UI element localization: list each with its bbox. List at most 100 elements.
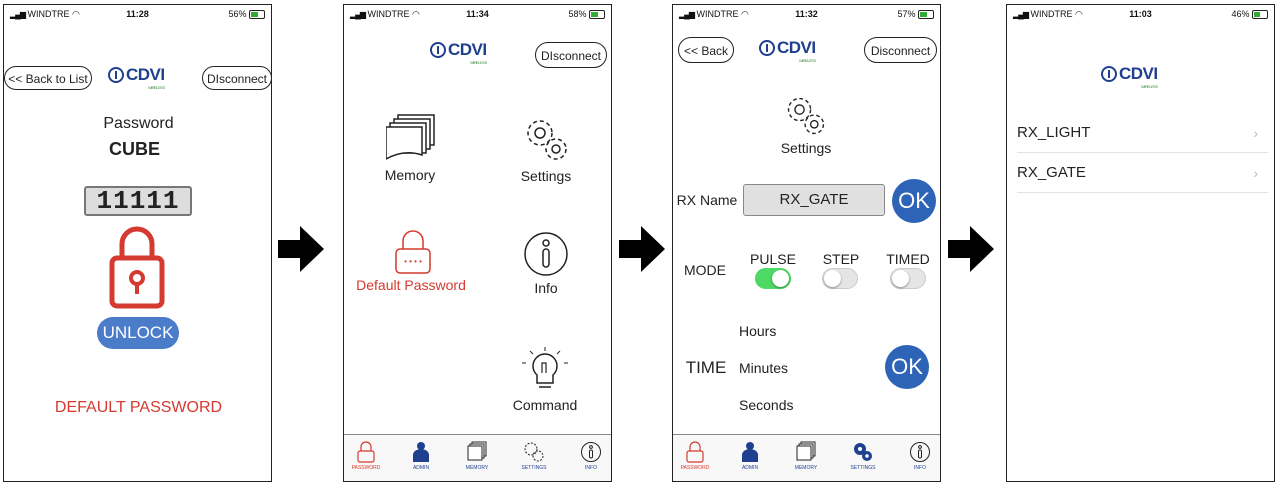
menu-info-button[interactable]: Info bbox=[510, 229, 582, 299]
menu-settings-button[interactable]: Settings bbox=[510, 113, 582, 193]
tab-bar: PASSWORD ADMIN MEMORY SETTINGS INFO bbox=[673, 434, 940, 481]
mode-timed-toggle[interactable] bbox=[890, 268, 926, 289]
rx-name-label: RX Name bbox=[676, 192, 738, 208]
battery-percent: 57% bbox=[897, 9, 916, 19]
chevron-right-icon: › bbox=[1253, 125, 1258, 141]
memory-tab-icon bbox=[796, 441, 816, 461]
menu-command-button[interactable]: Command bbox=[504, 345, 586, 415]
battery-icon bbox=[918, 10, 934, 20]
admin-person-icon bbox=[413, 442, 429, 462]
mode-pulse-toggle[interactable] bbox=[755, 268, 791, 289]
signal-icon: ▂▄▆ bbox=[1013, 10, 1029, 19]
pin-input[interactable]: 11111 bbox=[84, 186, 192, 216]
lock-tab-icon bbox=[357, 441, 375, 463]
menu-info-label: Info bbox=[534, 280, 558, 296]
chevron-right-icon: › bbox=[1253, 165, 1258, 181]
tab-admin[interactable]: ADMIN bbox=[730, 441, 770, 471]
gears-icon bbox=[527, 120, 567, 160]
svg-text:• • • •: • • • • bbox=[404, 257, 422, 266]
time-units-minutes: Minutes bbox=[739, 360, 789, 376]
tab-password[interactable]: PASSWORD bbox=[346, 441, 386, 471]
tab-settings[interactable]: SETTINGS bbox=[843, 441, 883, 471]
menu-default-password-button[interactable]: • • • • Default Password bbox=[350, 229, 472, 299]
status-bar: ▂▄▆ WINDTRE ◠ 11:34 58% bbox=[344, 5, 611, 22]
disconnect-button[interactable]: Disconnect bbox=[864, 37, 937, 63]
rx-name-ok-button[interactable]: OK bbox=[892, 179, 936, 223]
battery-percent: 58% bbox=[568, 9, 587, 19]
signal-icon: ▂▄▆ bbox=[350, 10, 366, 19]
tab-password-label: PASSWORD bbox=[351, 465, 381, 471]
tab-memory[interactable]: MEMORY bbox=[457, 441, 497, 471]
tab-admin[interactable]: ADMIN bbox=[401, 441, 441, 471]
time-label: TIME bbox=[685, 358, 727, 377]
info-icon bbox=[524, 232, 568, 276]
list-item-rx-gate[interactable]: RX_GATE › bbox=[1017, 154, 1268, 193]
rx-name-input[interactable]: RX_GATE bbox=[743, 184, 885, 216]
disconnect-button[interactable]: DIsconnect bbox=[535, 42, 607, 68]
menu-settings-label: Settings bbox=[520, 168, 572, 184]
arrow-right-icon bbox=[619, 226, 665, 272]
device-name: CUBE bbox=[108, 139, 160, 159]
lock-icon bbox=[109, 226, 165, 309]
mode-step-toggle[interactable] bbox=[822, 268, 858, 289]
wifi-icon: ◠ bbox=[412, 9, 420, 19]
menu-default-password-label: Default Password bbox=[356, 277, 466, 293]
cdvi-logo-icon bbox=[759, 40, 775, 56]
tab-memory-label: MEMORY bbox=[465, 465, 489, 471]
disconnect-button[interactable]: DIsconnect bbox=[202, 66, 271, 90]
tab-admin-label: ADMIN bbox=[741, 465, 759, 471]
list-item-label: RX_GATE bbox=[1017, 164, 1086, 181]
default-password-link[interactable]: DEFAULT PASSWORD bbox=[54, 399, 223, 416]
memory-tab-icon bbox=[467, 441, 487, 461]
status-bar: ▂▄▆ WINDTRE ◠ 11:03 46% bbox=[1007, 5, 1274, 22]
tab-password[interactable]: PASSWORD bbox=[675, 441, 715, 471]
wifi-icon: ◠ bbox=[741, 9, 749, 19]
tab-settings-label: SETTINGS bbox=[521, 465, 547, 471]
arrow-right-icon bbox=[948, 226, 994, 272]
tab-memory-label: MEMORY bbox=[794, 465, 818, 471]
cdvi-logo-icon bbox=[1101, 66, 1117, 82]
time-units-hours: Hours bbox=[739, 323, 777, 339]
carrier-name: WINDTRE bbox=[367, 9, 410, 19]
battery-icon bbox=[589, 10, 605, 20]
lock-tab-icon bbox=[686, 441, 704, 463]
back-button[interactable]: << Back bbox=[678, 37, 734, 63]
back-to-list-button[interactable]: << Back to List bbox=[4, 66, 92, 90]
menu-memory-button[interactable]: Memory bbox=[374, 113, 446, 193]
status-bar: ▂▄▆ WINDTRE ◠ 11:32 57% bbox=[673, 5, 940, 22]
memory-icon bbox=[386, 114, 435, 160]
gears-tab-icon bbox=[854, 443, 872, 461]
time-units-seconds: Seconds bbox=[739, 397, 794, 413]
carrier-name: WINDTRE bbox=[696, 9, 739, 19]
gears-tab-icon bbox=[524, 442, 544, 462]
list-item-rx-light[interactable]: RX_LIGHT › bbox=[1017, 114, 1268, 153]
menu-memory-label: Memory bbox=[384, 167, 436, 183]
info-tab-icon bbox=[910, 442, 930, 462]
battery-percent: 46% bbox=[1231, 9, 1250, 19]
tab-settings[interactable]: SETTINGS bbox=[514, 441, 554, 471]
admin-person-icon bbox=[742, 442, 758, 462]
clock: 11:32 bbox=[795, 9, 818, 19]
clock: 11:03 bbox=[1129, 9, 1152, 19]
tab-bar: PASSWORD ADMIN MEMORY SETTINGS INFO bbox=[344, 434, 611, 481]
lock-password-icon: • • • • bbox=[395, 230, 431, 274]
gears-icon bbox=[787, 97, 825, 135]
tab-info-label: INFO bbox=[914, 465, 926, 471]
signal-icon: ▂▄▆ bbox=[10, 10, 26, 19]
tab-info[interactable]: INFO bbox=[900, 441, 940, 471]
tab-settings-label: SETTINGS bbox=[850, 465, 876, 471]
clock: 11:34 bbox=[466, 9, 489, 19]
mode-step-label: STEP bbox=[822, 251, 860, 267]
tab-memory[interactable]: MEMORY bbox=[786, 441, 826, 471]
tab-info[interactable]: INFO bbox=[571, 441, 611, 471]
tab-info-label: INFO bbox=[585, 465, 597, 471]
signal-icon: ▂▄▆ bbox=[679, 10, 695, 19]
time-ok-button[interactable]: OK bbox=[885, 345, 929, 389]
unlock-button[interactable]: UNLOCK bbox=[97, 317, 179, 349]
